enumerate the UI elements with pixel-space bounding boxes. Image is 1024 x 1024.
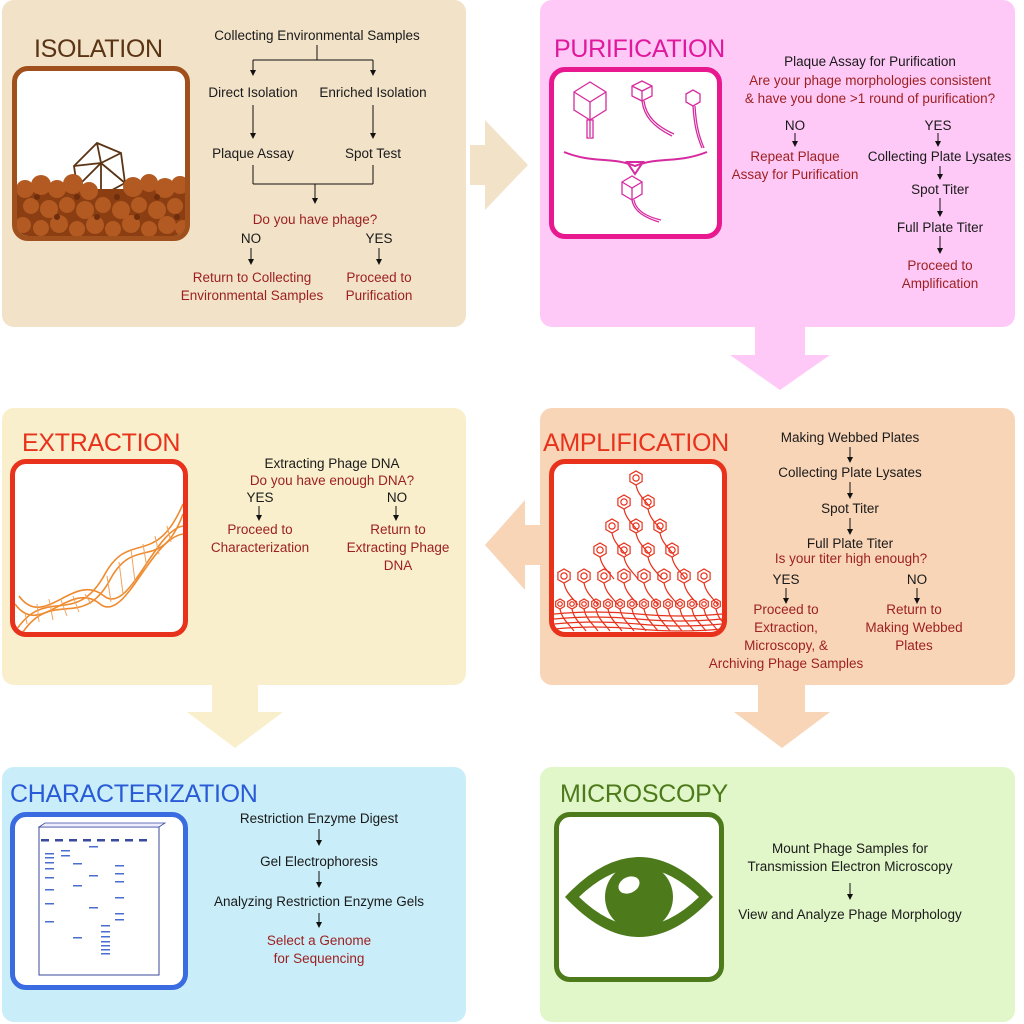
characterization-step-3: Analyzing Restriction Enzyme Gels [213, 894, 425, 909]
arrow-purification-to-amplification [730, 326, 830, 390]
amplification-no-action-3: Plates [895, 638, 933, 653]
arrow-amplification-to-extraction [485, 500, 548, 590]
phage-morphology-icon [549, 67, 722, 239]
arrow-extraction-to-characterization [187, 684, 283, 748]
amplification-title: AMPLIFICATION [543, 429, 729, 457]
amplification-yes-action-2: Extraction, [754, 620, 818, 635]
characterization-action-1: Select a Genome [266, 933, 372, 948]
extraction-no-action-3: DNA [383, 558, 413, 573]
microscopy-step-2: Transmission Electron Microscopy [747, 859, 953, 874]
purification-question-1: Are your phage morphologies consistent [749, 73, 991, 88]
amplification-yes-action-3: Microscopy, & [744, 638, 828, 653]
characterization-panel: CHARACTERIZATION [2, 767, 466, 1022]
purification-yes: YES [924, 118, 952, 133]
amplification-step-2: Collecting Plate Lysates [778, 465, 922, 480]
arrow-isolation-to-purification [470, 120, 528, 210]
amplification-connectors [783, 447, 920, 604]
isolation-collecting: Collecting Environmental Samples [214, 28, 420, 43]
isolation-enriched: Enriched Isolation [319, 85, 427, 100]
purification-question-2: & have you done >1 round of purification… [744, 91, 996, 106]
isolation-yes-action-2: Purification [345, 288, 413, 303]
microscopy-title: MICROSCOPY [560, 780, 728, 808]
extraction-question: Do you have enough DNA? [249, 473, 415, 488]
amplification-step-4: Full Plate Titer [806, 536, 894, 551]
soil-phage-icon [12, 66, 190, 241]
isolation-no: NO [240, 231, 262, 246]
amplification-step-1: Making Webbed Plates [780, 430, 920, 445]
isolation-no-action-2: Environmental Samples [180, 288, 324, 303]
microscopy-connectors [847, 883, 853, 900]
phage-pyramid-icon [549, 459, 727, 637]
microscopy-final: View and Analyze Phage Morphology [738, 907, 962, 922]
amplification-no-action-2: Making Webbed [865, 620, 963, 635]
purification-title: PURIFICATION [554, 35, 725, 63]
isolation-direct: Direct Isolation [208, 85, 298, 100]
isolation-yes-action-1: Proceed to [346, 270, 412, 285]
extraction-step: Extracting Phage DNA [264, 456, 400, 471]
purification-yes-action-1: Proceed to [907, 258, 973, 273]
amplification-panel: AMPLIFICATION Making Webbed Plates Colle… [540, 408, 1015, 685]
purification-yes-step-3: Full Plate Titer [896, 220, 984, 235]
isolation-connectors [248, 45, 382, 265]
extraction-no-action-1: Return to [370, 522, 426, 537]
purification-no-action-1: Repeat Plaque [750, 149, 840, 164]
extraction-yes-action-2: Characterization [210, 540, 310, 555]
extraction-no: NO [386, 490, 408, 505]
isolation-yes: YES [365, 231, 393, 246]
amplification-no: NO [906, 572, 928, 587]
extraction-no-action-2: Extracting Phage [346, 540, 450, 555]
amplification-step-3: Spot Titer [821, 501, 879, 516]
extraction-yes-action-1: Proceed to [227, 522, 293, 537]
characterization-action-2: for Sequencing [273, 951, 365, 966]
extraction-title: EXTRACTION [22, 429, 181, 457]
purification-yes-action-2: Amplification [901, 276, 979, 291]
isolation-panel: ISOLATION [2, 0, 466, 327]
purification-yes-step-2: Spot Titer [911, 182, 969, 197]
purification-no: NO [784, 118, 806, 133]
extraction-panel: EXTRACTION Extracting Phage D [2, 408, 466, 685]
amplification-no-action-1: Return to [886, 602, 942, 617]
gel-electrophoresis-icon [10, 812, 188, 990]
isolation-spot-test: Spot Test [344, 146, 402, 161]
purification-no-action-2: Assay for Purification [731, 167, 859, 182]
arrow-amplification-to-microscopy [734, 684, 830, 748]
isolation-no-action-1: Return to Collecting [192, 270, 312, 285]
microscopy-panel: MICROSCOPY Mount Phage Samples for Trans… [540, 767, 1015, 1022]
purification-step: Plaque Assay for Purification [784, 54, 956, 69]
amplification-yes-action-4: Archiving Phage Samples [708, 656, 864, 671]
extraction-connectors [256, 506, 399, 521]
extraction-yes: YES [246, 490, 274, 505]
isolation-title: ISOLATION [34, 35, 163, 63]
dna-helix-icon [10, 459, 188, 637]
purification-panel: PURIFICATION [540, 0, 1015, 327]
amplification-question: Is your titer high enough? [774, 551, 928, 566]
characterization-step-2: Gel Electrophoresis [260, 854, 378, 869]
amplification-yes: YES [772, 572, 800, 587]
eye-icon [554, 812, 724, 982]
isolation-plaque-assay: Plaque Assay [212, 146, 294, 161]
purification-yes-step-1: Collecting Plate Lysates [867, 149, 1012, 164]
isolation-question: Do you have phage? [252, 212, 378, 227]
purification-connectors [792, 133, 943, 254]
characterization-connectors [316, 829, 322, 928]
characterization-title: CHARACTERIZATION [10, 780, 258, 808]
microscopy-step-1: Mount Phage Samples for [771, 841, 929, 856]
amplification-yes-action-1: Proceed to [753, 602, 819, 617]
characterization-step-1: Restriction Enzyme Digest [239, 811, 399, 826]
